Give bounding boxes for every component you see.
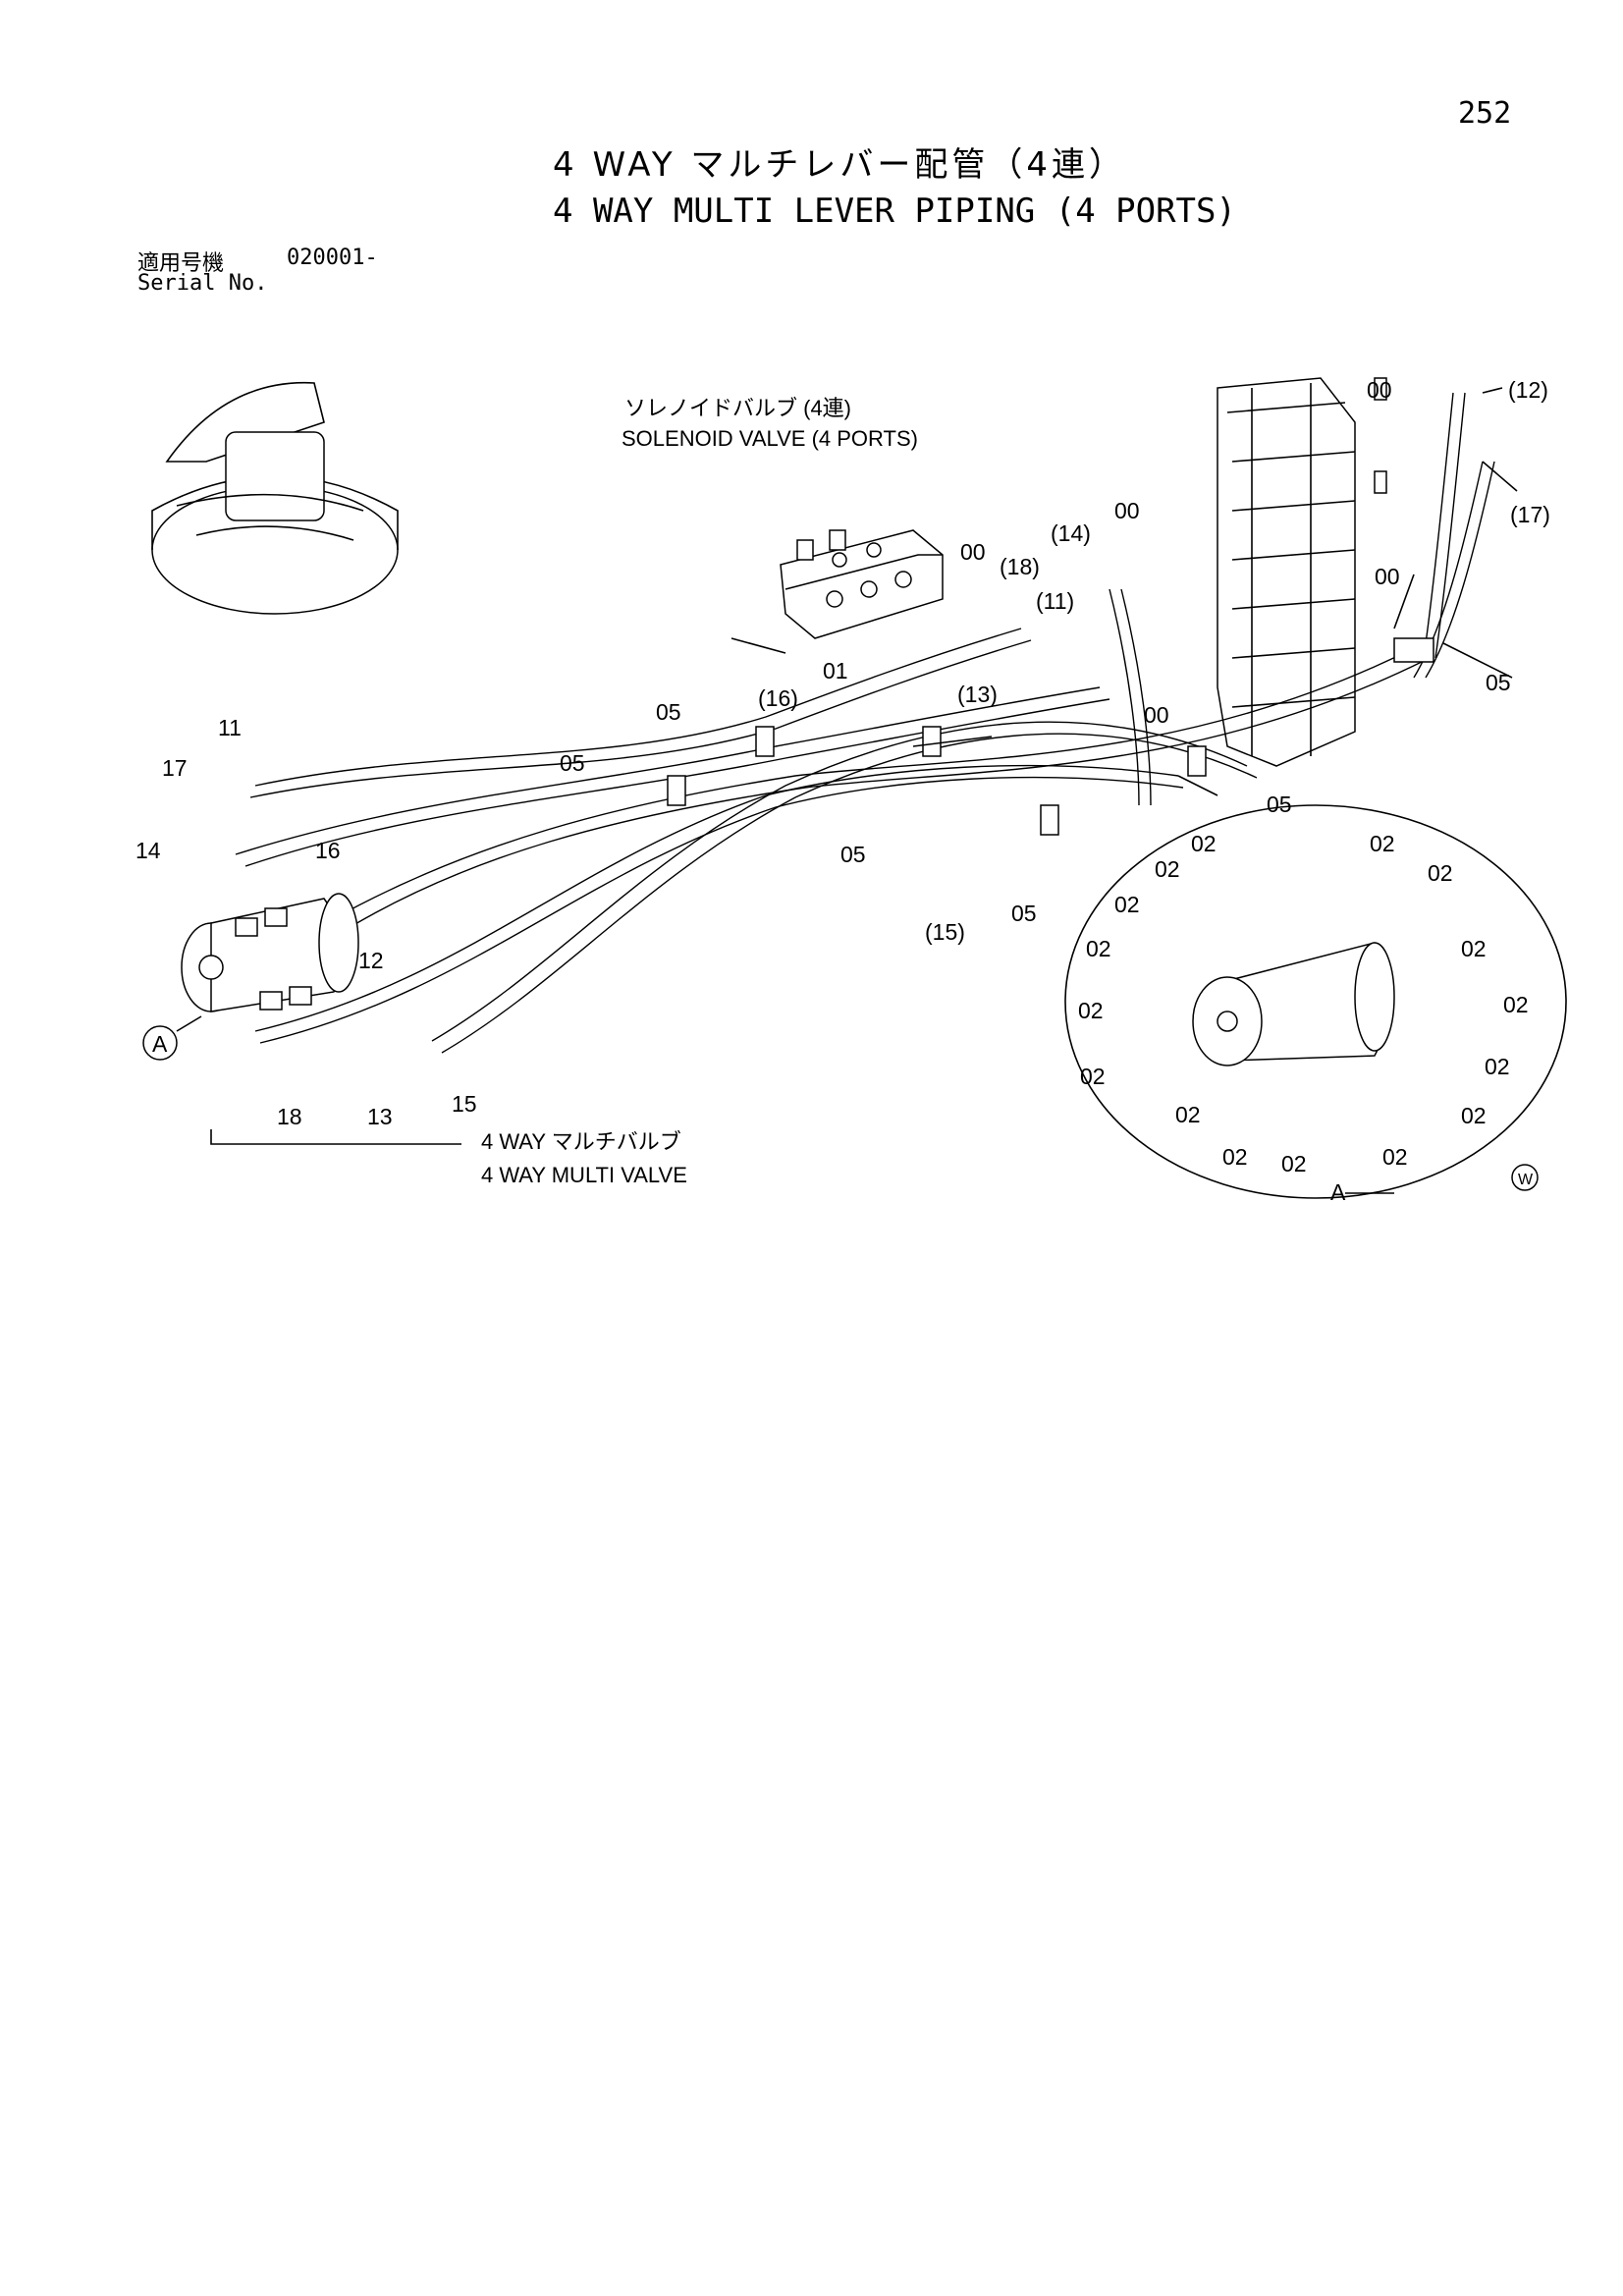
detail-callout-02: 02	[1461, 936, 1487, 961]
page-number: 252	[1458, 96, 1512, 131]
callout-16: 16	[315, 838, 341, 863]
multi-valve-caption-en: 4 WAY MULTI VALVE	[481, 1163, 687, 1187]
callout-11: 11	[218, 715, 242, 740]
callout-15-paren: (15)	[925, 919, 965, 945]
callout-16-paren: (16)	[758, 685, 798, 711]
callout-05: 05	[1267, 792, 1292, 817]
detail-callout-02: 02	[1155, 856, 1180, 882]
callout-05: 05	[1011, 901, 1037, 926]
detail-callout-02: 02	[1281, 1151, 1307, 1176]
callout-13-paren: (13)	[957, 682, 998, 707]
detail-callout-02: 02	[1461, 1103, 1487, 1128]
view-a-marker	[142, 1025, 178, 1061]
view-a-marker-label: A	[152, 1031, 168, 1057]
multi-valve-caption-jp: 4 WAY マルチバルブ	[481, 1129, 681, 1154]
detail-callout-02: 02	[1191, 831, 1217, 856]
serial-label-english: Serial No.	[137, 271, 268, 296]
callout-18: 18	[277, 1104, 302, 1129]
detail-callout-02: 02	[1222, 1144, 1248, 1170]
detail-callout-02: 02	[1503, 992, 1529, 1017]
callout-01: 01	[823, 658, 848, 683]
callout-12: 12	[358, 948, 384, 973]
callout-14: 14	[135, 838, 161, 863]
leader-lines	[210, 387, 1518, 1194]
detail-view-a	[1064, 804, 1567, 1199]
callout-00: 00	[1114, 498, 1140, 523]
solenoid-caption-en: SOLENOID VALVE (4 PORTS)	[622, 426, 918, 451]
cab-location-inset	[151, 381, 399, 615]
detail-callout-02: 02	[1114, 892, 1140, 917]
detail-callout-02: 02	[1175, 1102, 1201, 1127]
title-japanese: 4 WAY マルチレバー配管（4連）	[553, 145, 1127, 185]
detail-callout-02: 02	[1485, 1054, 1510, 1079]
callout-05: 05	[840, 842, 866, 867]
callout-05: 05	[1486, 670, 1511, 695]
callout-18-paren: (18)	[1000, 554, 1040, 579]
w-mark	[1511, 1164, 1539, 1191]
w-mark-label: W	[1518, 1172, 1534, 1188]
callout-17-paren: (17)	[1510, 502, 1550, 527]
callout-12-paren: (12)	[1508, 377, 1548, 403]
detail-callout-02: 02	[1086, 936, 1111, 961]
callout-17: 17	[162, 755, 188, 781]
solenoid-caption-jp: ソレノイドバルブ (4連)	[624, 396, 851, 420]
callout-00: 00	[1144, 702, 1169, 728]
callout-14-paren: (14)	[1051, 520, 1091, 546]
serial-label-japanese: 適用号機	[137, 251, 225, 276]
title-english: 4 WAY MULTI LEVER PIPING (4 PORTS)	[553, 191, 1236, 231]
detail-callout-02: 02	[1428, 860, 1453, 886]
detail-callout-02: 02	[1078, 998, 1104, 1023]
detail-callout-02: 02	[1370, 831, 1395, 856]
hose-bundle	[235, 392, 1495, 1054]
callout-15: 15	[452, 1091, 477, 1117]
detail-callout-02: 02	[1382, 1144, 1408, 1170]
callout-05: 05	[656, 699, 681, 725]
callout-00: 00	[1367, 377, 1392, 403]
serial-number: 020001-	[287, 246, 378, 270]
four-way-multi-valve	[181, 893, 359, 1012]
solenoid-valve	[780, 529, 944, 639]
callout-00: 00	[960, 539, 986, 565]
callout-11-paren: (11)	[1036, 588, 1074, 614]
callout-00: 00	[1375, 564, 1400, 589]
control-valve-bank	[1217, 377, 1387, 767]
callout-05: 05	[560, 750, 585, 776]
callout-13: 13	[367, 1104, 393, 1129]
detail-callout-02: 02	[1080, 1064, 1106, 1089]
detail-a-caption: A	[1330, 1179, 1346, 1205]
